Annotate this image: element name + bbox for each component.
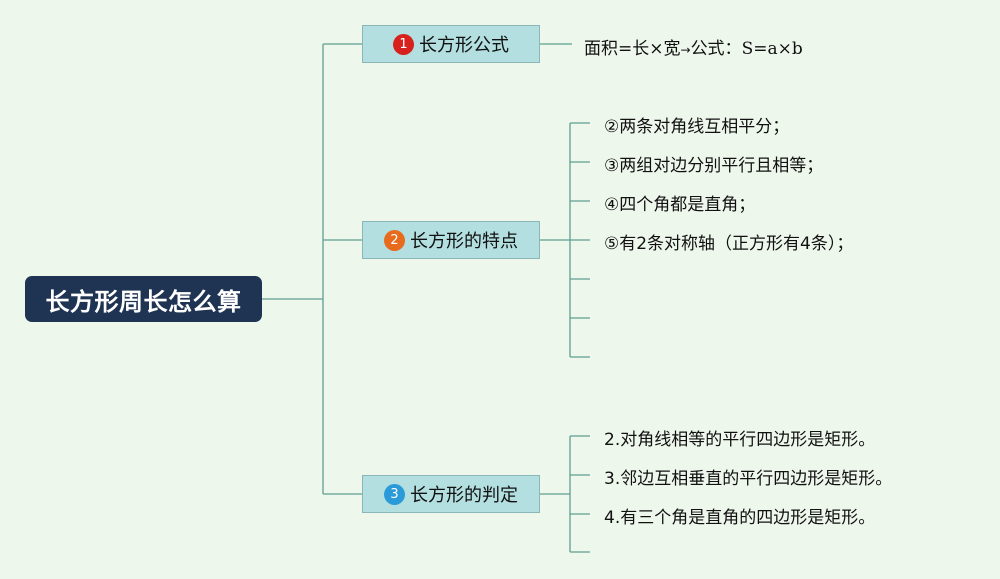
branch-node-criteria[interactable]: 3 长方形的判定 — [362, 475, 540, 513]
feature-item[interactable]: ⑤有2条对称轴（正方形有4条）； — [604, 234, 854, 254]
formula-prefix: 面积=长×宽 — [584, 39, 681, 59]
criteria-item[interactable]: 2.对角线相等的平行四边形是矩形。 — [604, 430, 876, 450]
number-badge-icon: 2 — [384, 229, 405, 251]
formula-expression: S=a×b — [741, 39, 803, 59]
number-badge-icon: 3 — [384, 483, 405, 505]
formula-middle: 公式： — [690, 39, 742, 59]
number-badge-icon: 1 — [393, 33, 414, 55]
feature-item[interactable]: ③两组对边分别平行且相等； — [604, 156, 824, 176]
branch-node-formula[interactable]: 1 长方形公式 — [362, 25, 540, 63]
branch-node-features[interactable]: 2 长方形的特点 — [362, 221, 540, 259]
arrow-icon: → — [680, 43, 691, 57]
feature-item[interactable]: ②两条对角线互相平分； — [604, 117, 790, 137]
criteria-item[interactable]: 4.有三个角是直角的四边形是矩形。 — [604, 508, 876, 528]
branch-label: 长方形的判定 — [410, 485, 518, 506]
branch-label: 长方形公式 — [419, 35, 509, 56]
branch-label: 长方形的特点 — [410, 231, 518, 252]
formula-leaf[interactable]: 面积=长×宽→公式：S=a×b — [584, 34, 803, 59]
feature-item[interactable]: ④四个角都是直角； — [604, 195, 756, 215]
criteria-item[interactable]: 3.邻边互相垂直的平行四边形是矩形。 — [604, 469, 893, 489]
root-node[interactable]: 长方形周长怎么算 — [25, 276, 262, 322]
